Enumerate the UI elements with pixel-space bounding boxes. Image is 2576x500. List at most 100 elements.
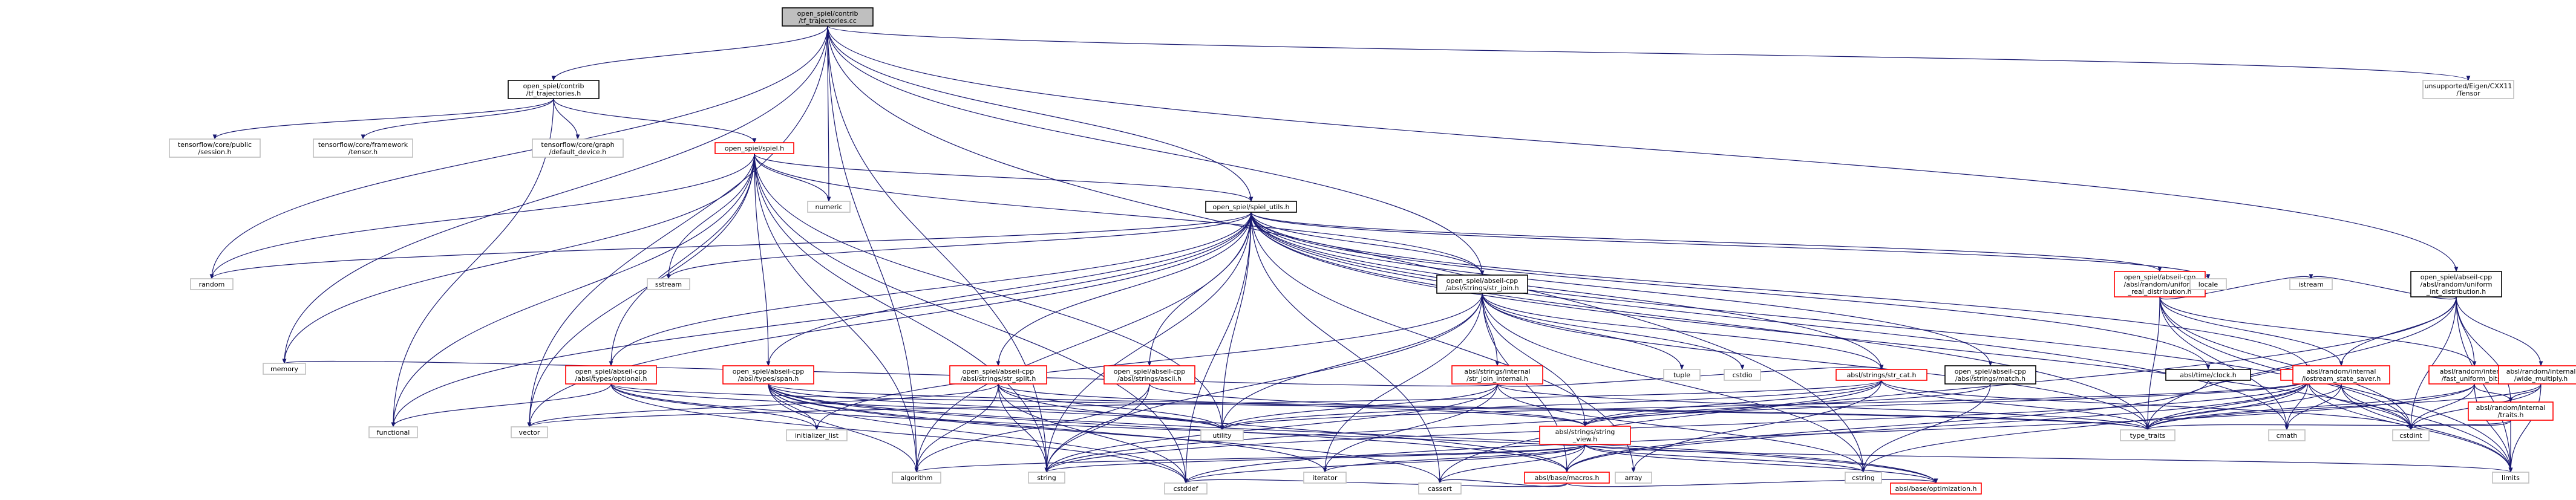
- edge-uniform-int-to-type-traits: [2145, 296, 2457, 430]
- node-str-join[interactable]: open_spiel/abseil-cpp/absl/strings/str_j…: [1436, 274, 1528, 294]
- edge-iostream-saver-to-cstdint: [2341, 383, 2413, 430]
- edge-str-join-to-cstring: [1482, 293, 1866, 473]
- node-span-h[interactable]: open_spiel/abseil-cpp/absl/types/span.h: [722, 365, 814, 385]
- node-cstdio: cstdio: [1724, 369, 1761, 381]
- edge-str-cat-to-array: [1631, 380, 1882, 473]
- node-box: [313, 138, 413, 158]
- node-str-cat[interactable]: absl/strings/str_cat.h: [1836, 369, 1927, 381]
- node-str-join-internal[interactable]: absl/strings/internal/str_join_internal.…: [1451, 365, 1543, 385]
- edge-spiel-utils-to-string: [1044, 212, 1252, 473]
- node-str-split[interactable]: open_spiel/abseil-cpp/absl/strings/str_s…: [949, 365, 1047, 385]
- node-label: /fast_uniform_bits.h: [2442, 375, 2508, 383]
- node-label: /tensor.h: [348, 148, 378, 156]
- node-label: _real_distribution.h: [2128, 288, 2192, 296]
- edge-uniform-int-to-cstdint: [2408, 296, 2457, 430]
- edge-macros-h-to-cassert: [1437, 478, 1568, 487]
- node-box: [1663, 369, 1701, 381]
- node-cassert: cassert: [1418, 482, 1462, 495]
- node-label: /wide_multiply.h: [2514, 375, 2568, 383]
- node-label: vector: [519, 429, 540, 437]
- node-box: [1418, 482, 1462, 495]
- node-box: [2498, 365, 2576, 385]
- node-root[interactable]: open_spiel/contrib/tf_trajectories.cc: [782, 7, 874, 27]
- edge-uniform-real-to-fast-uniform: [2159, 296, 2477, 366]
- node-cmath: cmath: [2268, 429, 2306, 441]
- edge-optional-h-to-type-traits: [610, 383, 2149, 430]
- edge-str-split-to-string: [998, 383, 1049, 473]
- node-wide-multiply[interactable]: absl/random/internal/wide_multiply.h: [2498, 365, 2576, 385]
- node-label: unsupported/Eigen/CXX11: [2425, 82, 2512, 90]
- node-box: [807, 201, 851, 213]
- edge-macros-h-to-cstddef: [1183, 478, 1568, 487]
- node-uniform-int[interactable]: open_spiel/abseil-cpp/absl/random/unifor…: [2410, 271, 2502, 297]
- node-spiel-h[interactable]: open_spiel/spiel.h: [714, 142, 794, 154]
- edge-root-to-spiel-utils: [827, 25, 1254, 202]
- node-label: cmath: [2277, 432, 2298, 440]
- node-clock-h[interactable]: absl/time/clock.h: [2165, 369, 2251, 381]
- node-label: cstring: [1852, 474, 1875, 482]
- edge-time-h-to-macros-h: [1564, 380, 2309, 473]
- node-vector: vector: [511, 426, 548, 438]
- node-tf-tensor: tensorflow/core/framework/tensor.h: [313, 138, 413, 158]
- node-box: [786, 429, 848, 441]
- edge-spiel-utils-to-cstdint: [1250, 212, 2413, 430]
- node-label: /absl/random/uniform: [2421, 281, 2493, 288]
- node-optional-h[interactable]: open_spiel/abseil-cpp/absl/types/optiona…: [565, 365, 657, 385]
- edge-spiel-utils-to-str-join: [1250, 212, 1485, 276]
- node-box: [1303, 472, 1347, 484]
- node-box: [1615, 472, 1652, 484]
- edge-str-split-to-string-view: [998, 383, 1587, 427]
- node-ascii-h[interactable]: open_spiel/abseil-cpp/absl/strings/ascii…: [1103, 365, 1195, 385]
- node-label: cstdint: [2399, 432, 2422, 440]
- node-label: open_spiel/abseil-cpp: [1955, 368, 2027, 375]
- node-label: absl/random/internal: [2506, 368, 2576, 375]
- node-label: random: [199, 281, 225, 288]
- edge-spiel-utils-to-span-h: [766, 212, 1252, 366]
- node-label: /absl/types/optional.h: [575, 375, 647, 383]
- node-fast-uniform[interactable]: absl/random/internal/fast_uniform_bits.h: [2428, 365, 2520, 385]
- node-label: /traits.h: [2498, 411, 2524, 419]
- node-traits-h[interactable]: absl/random/internal/traits.h: [2468, 401, 2554, 421]
- node-label: initializer_list: [795, 432, 839, 440]
- node-string-view[interactable]: absl/strings/string_view.h: [1539, 426, 1631, 445]
- node-sstream: sstream: [647, 278, 690, 290]
- node-spiel-utils[interactable]: open_spiel/spiel_utils.h: [1205, 201, 1297, 213]
- edge-span-h-to-type-traits: [768, 383, 2149, 430]
- node-box: [949, 365, 1047, 385]
- edge-str-join-to-str-cat: [1482, 293, 1884, 370]
- node-box: [714, 142, 794, 154]
- node-optimization-h[interactable]: absl/base/optimization.h: [1890, 482, 1982, 495]
- edge-time-h-to-type-traits: [2145, 380, 2309, 430]
- node-label: _int_distribution.h: [2426, 288, 2486, 296]
- node-label: open_spiel/abseil-cpp: [575, 368, 647, 375]
- edge-span-h-to-utility: [768, 383, 1224, 430]
- edge-string-view-to-algorithm: [915, 444, 1586, 473]
- edge-spiel-utils-to-cmath: [1250, 212, 2289, 430]
- edge-spiel-utils-to-clock-h: [1250, 212, 2211, 370]
- node-box: [1436, 274, 1528, 294]
- edge-uniform-real-to-type-traits: [2145, 296, 2160, 430]
- node-macros-h[interactable]: absl/base/macros.h: [1524, 472, 1610, 484]
- node-box: [1890, 482, 1982, 495]
- node-box: [532, 138, 624, 158]
- node-tftraj-h[interactable]: open_spiel/contrib/tf_trajectories.h: [508, 80, 600, 99]
- edge-root-to-tftraj-h: [551, 25, 828, 81]
- edge-optional-h-to-functional: [391, 383, 612, 427]
- edge-spiel-h-to-optional-h: [609, 153, 755, 366]
- edge-uniform-int-to-traits-h: [2456, 296, 2513, 403]
- edge-spiel-h-to-span-h: [754, 153, 771, 366]
- node-iostream-saver[interactable]: absl/random/internal/iostream_state_save…: [2292, 365, 2390, 385]
- node-label: utility: [1212, 432, 1232, 440]
- node-iterator: iterator: [1303, 472, 1347, 484]
- edge-str-join-to-string: [1044, 293, 1483, 473]
- edge-uniform-int-to-istream: [2309, 274, 2457, 300]
- edge-spiel-utils-to-sstream: [666, 212, 1252, 279]
- node-label: open_spiel/contrib: [523, 82, 584, 90]
- node-label: absl/random/internal: [2307, 368, 2376, 375]
- node-tf-session: tensorflow/core/public/session.h: [169, 138, 261, 158]
- dependency-nodes: open_spiel/contrib/tf_trajectories.ccope…: [169, 7, 2576, 495]
- node-limits: limits: [2492, 472, 2529, 484]
- edge-time-h-to-cstring: [1861, 380, 2309, 473]
- node-match-h[interactable]: open_spiel/abseil-cpp/absl/strings/match…: [1944, 365, 2036, 385]
